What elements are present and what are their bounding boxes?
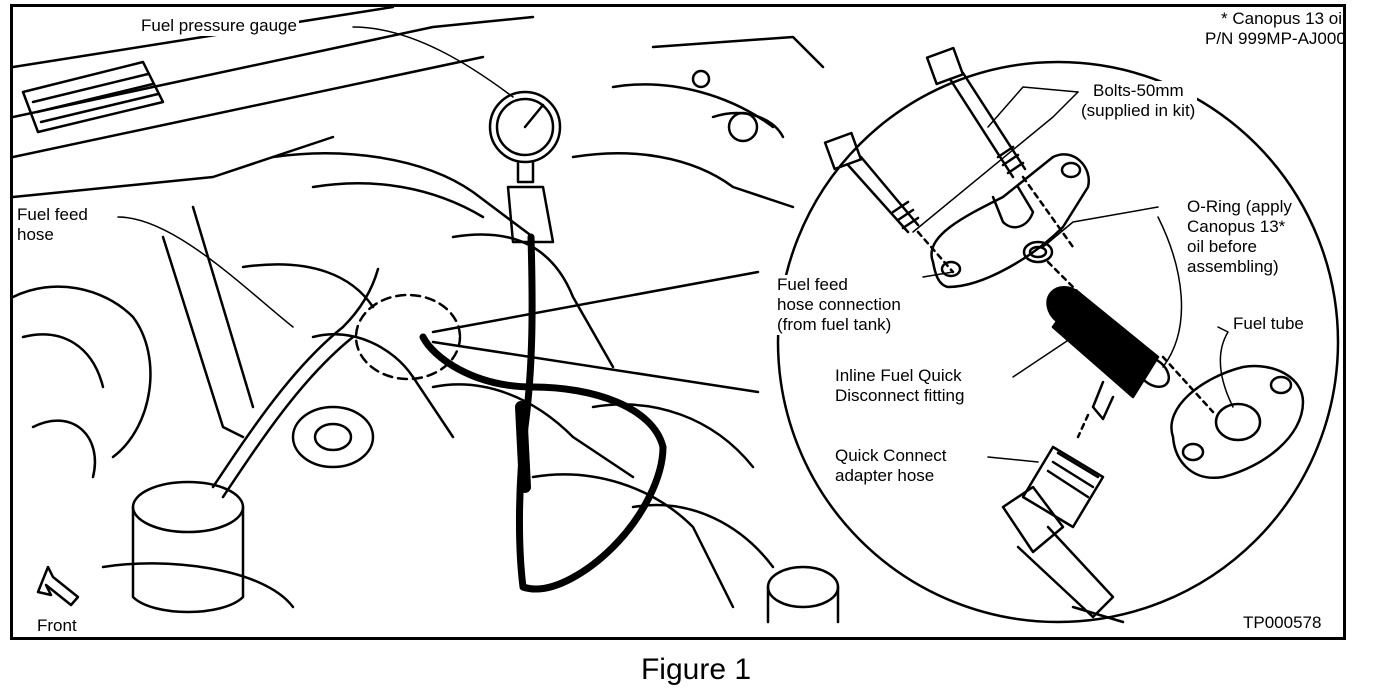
label-fuel-feed-hose-connection: Fuel feed hose connection (from fuel tan… — [775, 275, 903, 335]
strut-tower — [13, 205, 255, 479]
label-adapter-line-2: adapter hose — [835, 466, 935, 485]
note-line-2: P/N 999MP-AJ000 — [1205, 29, 1346, 48]
label-connection-line-1: Fuel feed — [777, 275, 848, 294]
label-inline-line-1: Inline Fuel Quick — [835, 366, 962, 385]
label-o-ring: O-Ring (apply Canopus 13* oil before ass… — [1185, 197, 1294, 277]
label-fuel-feed-hose: Fuel feed hose — [15, 205, 90, 245]
inline-fitting — [1046, 285, 1171, 439]
oil-filler-cap — [101, 480, 295, 614]
figure-caption: Figure 1 — [640, 653, 752, 686]
label-front: Front — [37, 616, 77, 635]
note-line-1: * Canopus 13 oil — [1221, 9, 1346, 28]
bolt-lower — [823, 131, 955, 274]
gauge-hose — [419, 233, 667, 593]
front-arrow-icon — [36, 565, 80, 607]
label-fuel-feed-hose-line-2: hose — [17, 225, 54, 244]
label-o-ring-line-3: oil before — [1187, 237, 1257, 256]
cowl-panel — [13, 7, 535, 199]
o-ring — [1022, 240, 1080, 294]
leader-lines — [117, 26, 1234, 463]
diagram-frame: * Canopus 13 oil P/N 999MP-AJ000 Fuel pr… — [10, 4, 1346, 640]
fuel-feed-hose — [211, 267, 380, 499]
fuel-pressure-gauge-illustration — [488, 90, 562, 244]
coolant-cap — [291, 405, 375, 469]
label-inline-fitting: Inline Fuel Quick Disconnect fitting — [833, 366, 967, 406]
label-fuel-feed-hose-line-1: Fuel feed — [17, 205, 88, 224]
radiator-cap — [766, 565, 840, 624]
adapter-hose-illustration — [1001, 445, 1125, 624]
label-connection-line-3: (from fuel tank) — [777, 315, 892, 334]
label-fuel-pressure-gauge: Fuel pressure gauge — [139, 16, 299, 36]
callout-wedge — [431, 270, 760, 394]
label-adapter-line-1: Quick Connect — [835, 446, 947, 465]
label-o-ring-line-2: Canopus 13* — [1187, 217, 1286, 236]
label-inline-line-2: Disconnect fitting — [835, 386, 965, 405]
label-o-ring-line-4: assembling) — [1187, 257, 1279, 276]
label-bolts-line-2: (supplied in kit) — [1081, 101, 1196, 120]
label-bolts-line-1: Bolts-50mm — [1093, 81, 1184, 100]
flange — [930, 153, 1091, 289]
label-fuel-tube: Fuel tube — [1231, 314, 1306, 334]
connection-highlight-circle — [354, 293, 462, 381]
figure-code: TP000578 — [1243, 613, 1322, 632]
label-o-ring-line-1: O-Ring (apply — [1187, 197, 1292, 216]
note-text: * Canopus 13 oil P/N 999MP-AJ000 — [1203, 9, 1346, 49]
label-bolts: Bolts-50mm (supplied in kit) — [1079, 81, 1198, 121]
label-connection-line-2: hose connection — [777, 295, 901, 314]
label-adapter-hose: Quick Connect adapter hose — [833, 446, 949, 486]
fuel-tube-illustration — [1161, 355, 1305, 480]
